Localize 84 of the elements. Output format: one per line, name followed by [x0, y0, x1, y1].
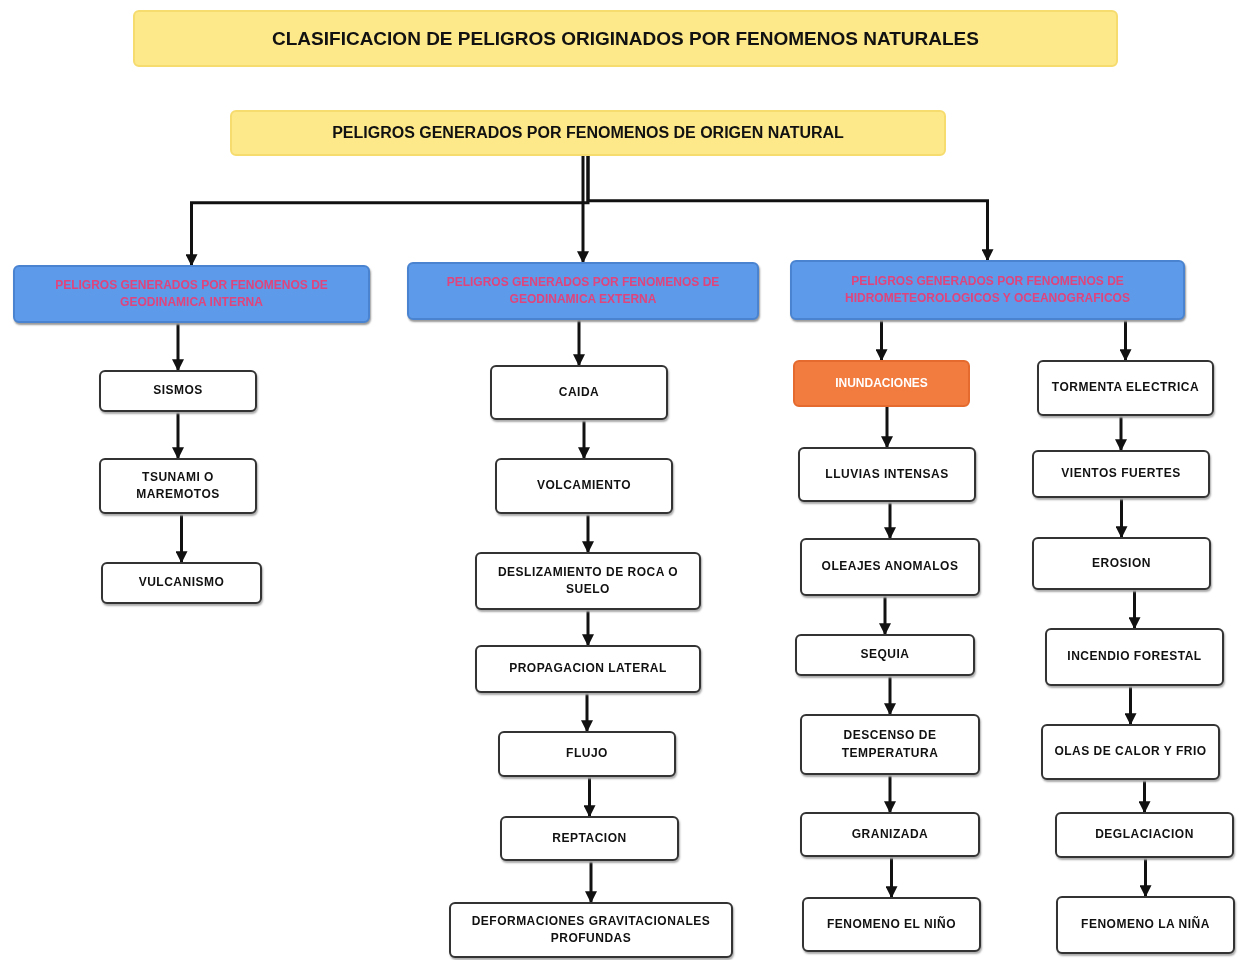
arrow — [1115, 416, 1127, 452]
hazard-box — [1045, 628, 1224, 686]
box-label: LLUVIAS INTENSAS — [825, 465, 949, 483]
highlight-box — [793, 360, 970, 407]
hazard-box — [795, 634, 975, 676]
box-label: PROPAGACION LATERAL — [509, 660, 667, 678]
arrow — [1128, 590, 1141, 630]
hazard-box — [1055, 812, 1234, 858]
arrow — [879, 596, 891, 636]
box-label: INUNDACIONES — [835, 374, 928, 392]
box-label: SISMOS — [153, 382, 203, 400]
box-label: VOLCAMIENTO — [537, 477, 631, 495]
arrow — [885, 857, 898, 899]
arrow — [577, 156, 589, 264]
arrow — [881, 407, 893, 449]
hazard-box — [475, 552, 701, 610]
box-label: GRANIZADA — [851, 825, 929, 843]
arrow — [1124, 686, 1137, 726]
arrow — [884, 676, 896, 716]
category-box — [13, 265, 370, 323]
hazard-box — [800, 812, 980, 857]
arrow — [585, 861, 597, 904]
hazard-box — [1056, 896, 1235, 954]
hazard-box — [101, 562, 262, 604]
hazard-box — [498, 731, 676, 777]
box-label: PELIGROS GENERADOS POR FENOMENOS DE GEODINAMICA INTERNA — [54, 276, 329, 311]
box-label: DESLIZAMIENTO DE ROCA O SUELO — [496, 563, 680, 598]
box-label: SEQUIA — [860, 646, 910, 664]
hazard-box — [495, 458, 673, 514]
box-label: VULCANISMO — [138, 574, 225, 592]
hazard-box — [500, 816, 679, 861]
arrow — [1115, 498, 1128, 539]
hazard-box — [800, 538, 980, 596]
arrow — [581, 693, 593, 733]
arrow — [1139, 858, 1152, 898]
hazard-box — [490, 365, 668, 420]
arrow — [582, 514, 594, 554]
box-label: DEFORMACIONES GRAVITACIONALES PROFUNDAS — [470, 912, 712, 947]
box-label: FLUJO — [566, 745, 608, 763]
box-label: VIENTOS FUERTES — [1061, 465, 1181, 483]
box-label: DESCENSO DE TEMPERATURA — [840, 727, 940, 762]
arrow — [172, 412, 184, 460]
box-label: INCENDIO FORESTAL — [1067, 648, 1202, 666]
box-label: OLAS DE CALOR Y FRIO — [1054, 743, 1207, 761]
box-label: OLEAJES ANOMALOS — [821, 558, 959, 576]
box-label: FENOMENO EL NIÑO — [826, 915, 957, 933]
arrow — [1138, 780, 1151, 814]
arrow — [582, 610, 594, 647]
arrow — [578, 420, 590, 460]
arrow — [884, 502, 896, 540]
arrow — [573, 320, 585, 367]
box-label: TSUNAMI O MAREMOTOS — [135, 468, 221, 503]
arrow — [172, 323, 184, 372]
arrow — [884, 775, 896, 814]
hazard-box — [1041, 724, 1220, 780]
hazard-box — [475, 645, 701, 693]
category-box — [790, 260, 1185, 320]
hazard-box — [449, 902, 733, 958]
box-label: CLASIFICACION DE PELIGROS ORIGINADOS POR FENOMENOS NATURALES — [272, 26, 979, 51]
hazard-box — [798, 447, 976, 502]
box-label: EROSION — [1092, 554, 1151, 572]
box-label: PELIGROS GENERADOS POR FENOMENOS DE HIDROMETEOROLOGICOS Y OCEANOGRAFICOS — [844, 272, 1131, 307]
arrow — [1119, 320, 1132, 362]
box-label: DEGLACIACION — [1095, 826, 1194, 844]
box-label: PELIGROS GENERADOS POR FENOMENOS DE GEODINAMICA EXTERNA — [445, 273, 721, 308]
arrow — [175, 514, 188, 564]
arrow — [583, 777, 596, 818]
title-box — [133, 10, 1118, 67]
category-box — [407, 262, 759, 320]
hazard-box — [1037, 360, 1214, 416]
hazard-box — [99, 458, 257, 514]
hazard-box — [99, 370, 257, 412]
arrow — [586, 156, 994, 262]
arrow — [875, 320, 888, 362]
heading-box — [230, 110, 946, 156]
hazard-box — [800, 714, 980, 775]
hazard-box — [802, 897, 981, 952]
box-label: PELIGROS GENERADOS POR FENOMENOS DE ORIGEN NATURAL — [332, 123, 844, 144]
box-label: TORMENTA ELECTRICA — [1051, 379, 1200, 397]
box-label: REPTACION — [552, 829, 627, 847]
hazard-box — [1032, 537, 1211, 590]
hazard-box — [1032, 450, 1210, 498]
box-label: FENOMENO LA NIÑA — [1081, 916, 1210, 934]
box-label: CAIDA — [558, 383, 600, 401]
